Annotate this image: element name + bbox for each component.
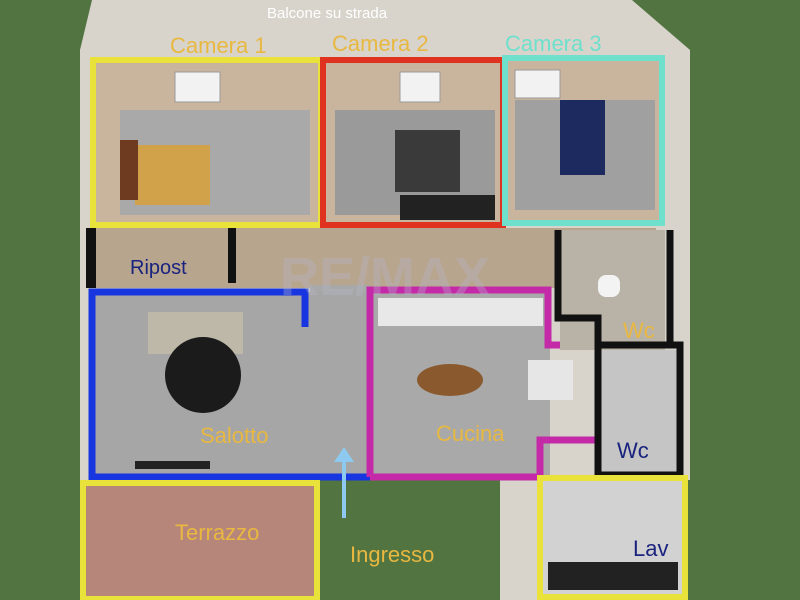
camera2-window <box>399 71 441 103</box>
ripost-label: Ripost <box>130 257 187 279</box>
lav-grate <box>548 562 678 590</box>
camera1-label: Camera 1 <box>170 33 267 58</box>
wc1-label: Wc <box>623 318 655 343</box>
remax-watermark: RE/MAX <box>280 247 491 307</box>
salotto-rug <box>165 337 241 413</box>
cucina-table <box>417 364 483 396</box>
wc1-wall-black <box>554 230 674 349</box>
cucina-appliance <box>528 360 573 400</box>
camera1-bed <box>135 145 210 205</box>
cucina-counter <box>378 298 543 326</box>
ripost-wall-mid <box>228 228 236 283</box>
cucina-label: Cucina <box>436 421 505 446</box>
wc2-label: Wc <box>617 438 649 463</box>
camera2-dark-floor <box>400 195 495 220</box>
terrazzo-label: Terrazzo <box>175 520 260 545</box>
ingresso-label: Ingresso <box>350 542 435 567</box>
wc2-floor <box>600 350 680 475</box>
camera3-bed <box>560 100 605 175</box>
camera3-label: Camera 3 <box>505 31 602 56</box>
camera2-label: Camera 2 <box>332 31 429 56</box>
lav-wall-yellow <box>537 475 688 600</box>
camera3-wall-cyan <box>502 55 665 226</box>
salotto-tv <box>135 461 210 469</box>
lav-label: Lav <box>633 536 669 561</box>
camera1-window <box>174 71 221 103</box>
ingresso-arrow-head <box>334 447 354 462</box>
salotto-label: Salotto <box>200 423 269 448</box>
camera2-bed <box>395 130 460 192</box>
terrazzo-wall-yellow <box>80 480 320 600</box>
camera3-window <box>514 69 561 99</box>
balcony-label: Balcone su strada <box>267 5 388 22</box>
terrazzo-floor <box>85 485 315 597</box>
ripost-wall-left <box>86 228 96 288</box>
salotto-wall-blue <box>88 288 372 481</box>
camera1-headboard <box>120 140 138 200</box>
wc1-toilet <box>598 275 620 297</box>
